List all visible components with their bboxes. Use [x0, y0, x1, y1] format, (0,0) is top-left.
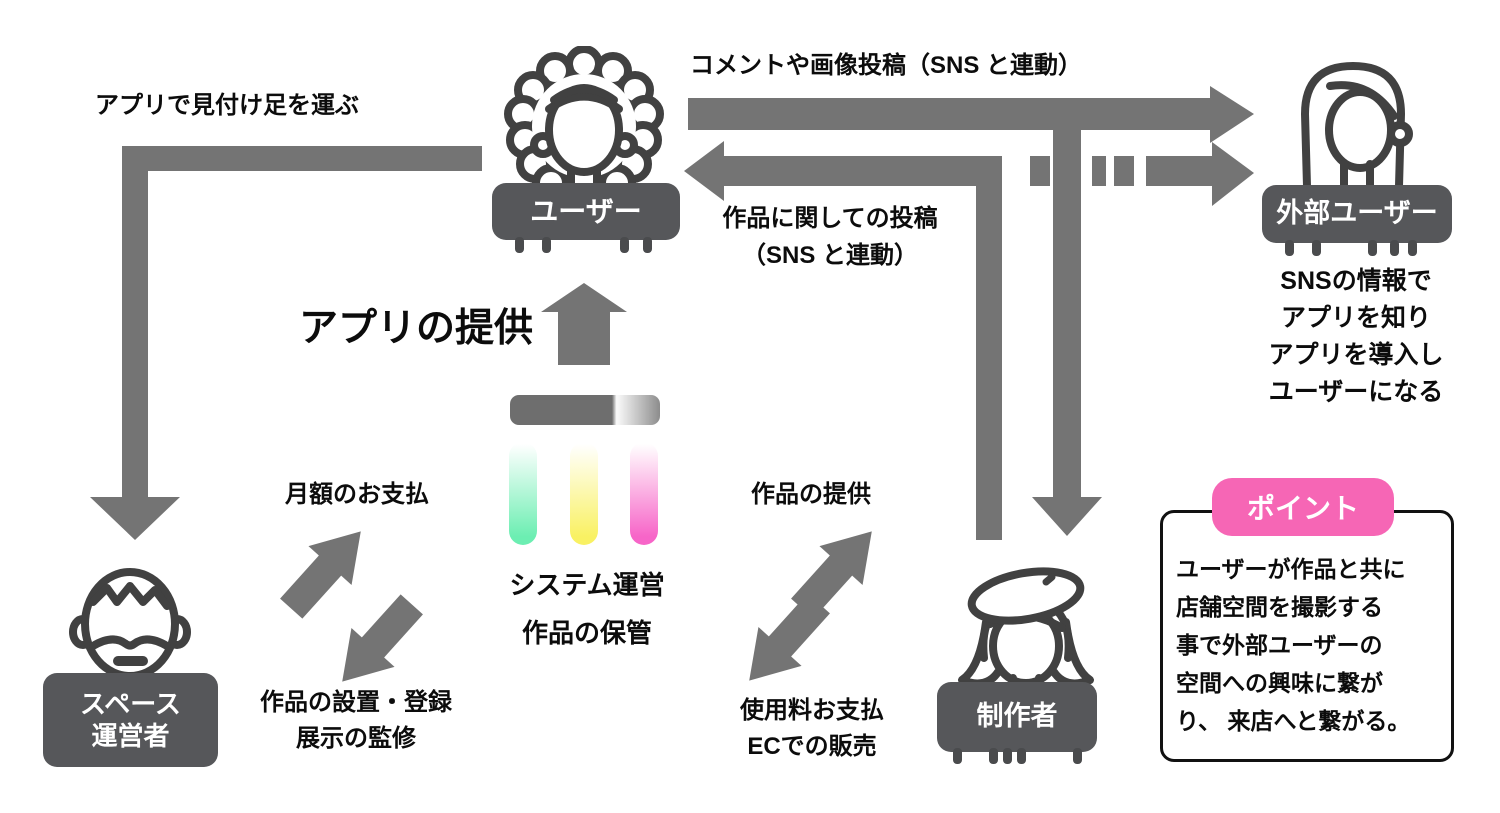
badge-leg — [1285, 240, 1294, 256]
label-system-line1: システム運営 — [509, 570, 665, 600]
badge-leg — [1003, 748, 1012, 764]
label-usage-line2: ECでの販売 — [747, 733, 877, 760]
exchange-arrows-space — [280, 531, 423, 682]
badge-leg — [1073, 748, 1082, 764]
badge-leg — [989, 748, 998, 764]
point-body-line5: り、 来店へと繋がる。 — [1176, 708, 1411, 734]
label-comment-post: コメントや画像投稿（SNS と連動） — [690, 52, 1083, 79]
creator-badge: 制作者 — [937, 682, 1097, 764]
arrow-comment-post — [688, 86, 1254, 143]
point-body-line2: 店舗空間を撮影する — [1176, 594, 1383, 620]
creator-icon — [958, 567, 1094, 700]
label-sns-info-line2: アプリを知り — [1280, 304, 1431, 332]
arrow-work-post — [684, 141, 1002, 540]
creator-badge-label: 制作者 — [976, 701, 1058, 732]
external-user-badge-label: 外部ユーザー — [1276, 198, 1438, 229]
badge-leg — [643, 237, 652, 253]
badge-leg — [1368, 240, 1377, 256]
label-installation-line2: 展示の監修 — [296, 725, 416, 752]
external-user-badge: 外部ユーザー — [1262, 185, 1452, 256]
label-installation-line1: 作品の設置・登録 — [260, 689, 452, 716]
label-work-provide: 作品の提供 — [751, 481, 871, 508]
system-bar-yellow — [570, 442, 598, 545]
label-work-post-line2: （SNS と連動） — [741, 242, 918, 269]
system-bar-green — [509, 442, 537, 545]
label-system-line2: 作品の保管 — [521, 618, 652, 648]
label-sns-info-line3: アプリを導入し — [1268, 341, 1444, 369]
external-user-icon — [1301, 62, 1413, 194]
arrow-app-provide — [541, 283, 627, 365]
label-usage-line1: 使用料お支払 — [740, 697, 884, 724]
label-app-provide: アプリの提供 — [298, 307, 533, 350]
badge-leg — [953, 748, 962, 764]
user-badge-label: ユーザー — [530, 196, 642, 227]
badge-leg — [1408, 240, 1417, 256]
point-badge-label: ポイント — [1246, 493, 1359, 524]
badge-leg — [620, 237, 629, 253]
label-find-via-app: アプリで見付け足を運ぶ — [95, 92, 359, 119]
label-monthly-payment: 月額のお支払 — [285, 481, 429, 508]
badge-leg — [515, 237, 524, 253]
label-sns-info-line4: ユーザーになる — [1268, 378, 1444, 406]
space-operator-badge-line1: スペース — [80, 688, 181, 719]
arrow-branch-to-creator — [1032, 130, 1102, 536]
arrow-find-store — [90, 146, 482, 540]
system-bar-pink — [630, 442, 658, 545]
point-box — [1160, 510, 1454, 762]
arrow-work-post-dashed — [1030, 142, 1254, 206]
point-body-line4: 空間への興味に繋が — [1176, 670, 1383, 696]
point-body-line3: 事で外部ユーザーの — [1176, 632, 1383, 658]
space-operator-badge-line2: 運営者 — [91, 721, 170, 751]
badge-leg — [1017, 748, 1026, 764]
label-sns-info-line1: SNSの情報で — [1280, 267, 1432, 295]
point-body-line1: ユーザーが作品と共に — [1176, 556, 1406, 582]
space-operator-icon — [69, 568, 191, 688]
label-work-post-line1: 作品に関しての投稿 — [722, 205, 938, 232]
badge-leg — [542, 237, 551, 253]
user-icon — [504, 46, 664, 196]
system-bar — [510, 395, 660, 425]
exchange-arrows-creator — [749, 531, 872, 681]
badge-leg — [1312, 240, 1321, 256]
badge-leg — [1390, 240, 1399, 256]
user-badge: ユーザー — [492, 183, 680, 253]
space-operator-badge: スペース 運営者 — [43, 673, 218, 767]
point-badge: ポイント — [1212, 478, 1394, 536]
